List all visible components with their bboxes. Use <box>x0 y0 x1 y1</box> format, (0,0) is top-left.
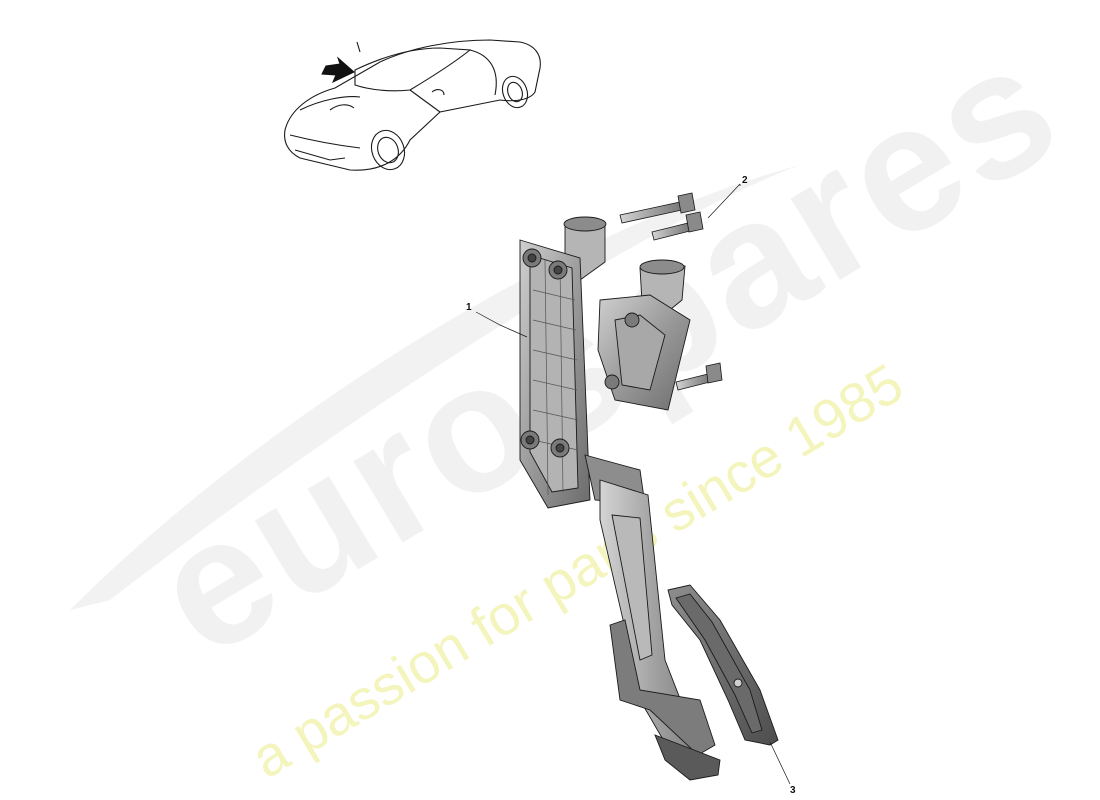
accelerator-pedal-assembly <box>519 216 779 781</box>
car-outline-icon <box>284 39 541 171</box>
leader-line-1 <box>475 311 528 338</box>
callout-1: 1 <box>466 302 472 313</box>
leader-lines <box>475 183 791 785</box>
bolt-lower <box>675 362 723 391</box>
bolt-upper-left <box>619 192 696 224</box>
callout-2: 2 <box>742 175 748 186</box>
arrow-icon <box>321 56 355 84</box>
bolt-upper-right <box>651 211 704 241</box>
callout-3: 3 <box>790 785 796 796</box>
leader-line-3 <box>769 741 791 785</box>
leader-line-2a <box>707 183 741 219</box>
watermark-swoosh <box>70 165 800 610</box>
